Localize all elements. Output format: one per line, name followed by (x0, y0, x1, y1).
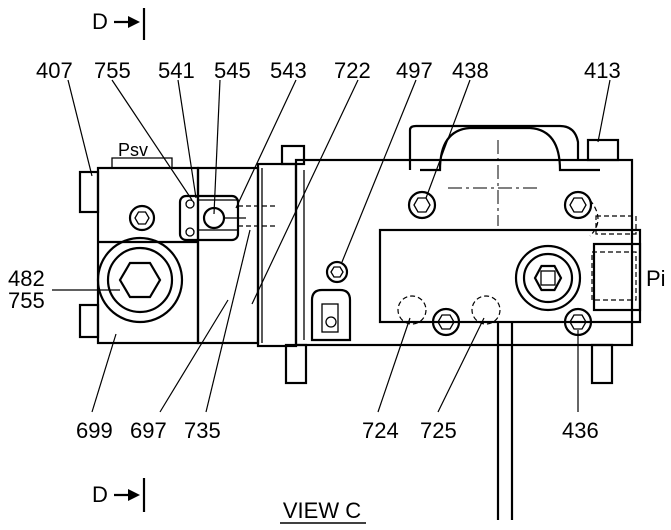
section-marker-top-letter: D (92, 9, 108, 34)
valve-body (78, 124, 642, 520)
label-541: 541 (158, 58, 195, 83)
plug-482 (96, 236, 184, 324)
bolt-heads (128, 190, 593, 337)
label-697: 697 (130, 418, 167, 443)
section-marker-bottom-letter: D (92, 482, 108, 507)
label-755-top: 755 (94, 58, 131, 83)
label-407: 407 (36, 58, 73, 83)
pilot-fitting (514, 244, 582, 312)
part-labels: 407 755 541 545 543 722 497 438 413 482 … (8, 58, 666, 443)
label-497: 497 (396, 58, 433, 83)
relief-valve-assembly (178, 194, 278, 242)
label-543: 543 (270, 58, 307, 83)
section-marker-bottom: D (92, 478, 146, 512)
view-title-group: VIEW C (280, 498, 366, 524)
leader-lines (52, 79, 611, 413)
valve-stem (310, 288, 352, 342)
label-pi: Pi (646, 266, 666, 291)
label-755-left: 755 (8, 288, 45, 313)
label-413: 413 (584, 58, 621, 83)
label-436: 436 (562, 418, 599, 443)
label-482: 482 (8, 266, 45, 291)
label-438: 438 (452, 58, 489, 83)
view-title: VIEW C (283, 498, 361, 523)
label-699: 699 (76, 418, 113, 443)
label-psv: Psv (118, 140, 148, 160)
label-724: 724 (362, 418, 399, 443)
label-725: 725 (420, 418, 457, 443)
label-735: 735 (184, 418, 221, 443)
centerlines (448, 140, 538, 226)
section-marker-top: D (92, 8, 146, 40)
label-545: 545 (214, 58, 251, 83)
hidden-ports (397, 199, 599, 325)
label-722: 722 (334, 58, 371, 83)
